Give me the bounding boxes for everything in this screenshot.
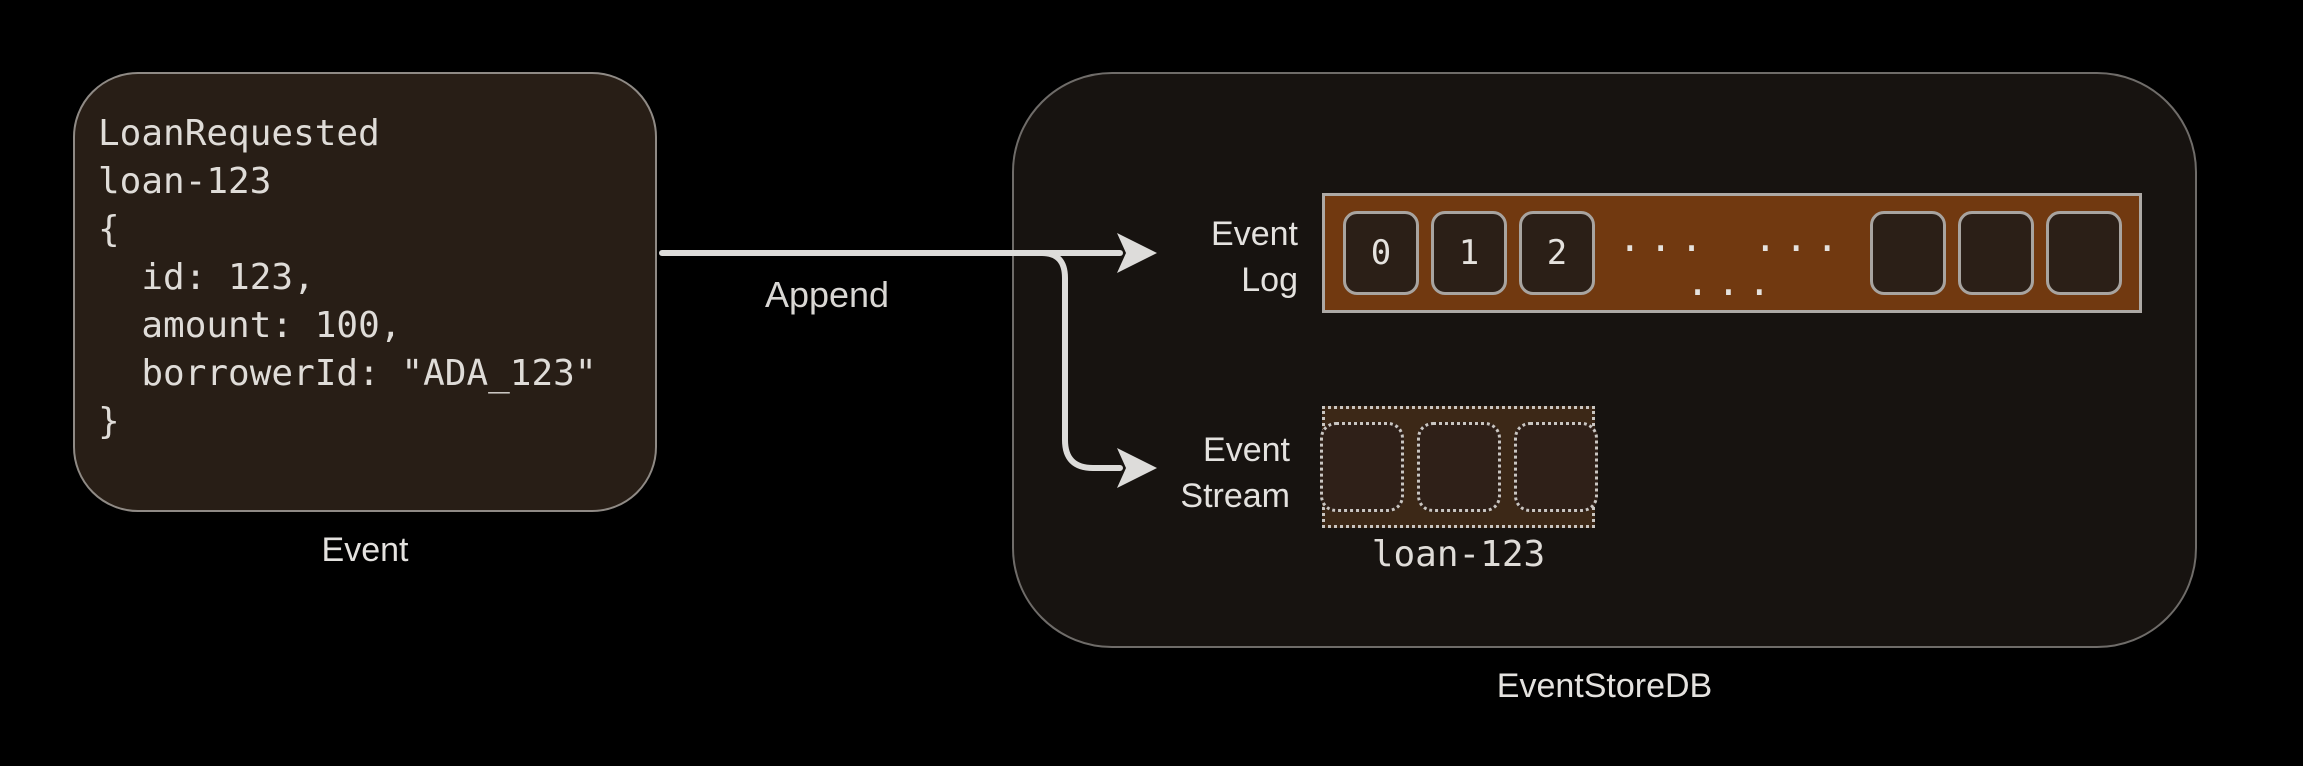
code-line-borrower: borrowerId: "ADA_123" <box>98 353 597 394</box>
event-log-label: Event Log <box>1098 211 1298 303</box>
stream-cell <box>1416 422 1501 512</box>
event-stream-box <box>1319 406 1598 528</box>
code-line-amount: amount: 100, <box>98 305 402 346</box>
log-ellipsis: ... ... ... <box>1618 216 1847 304</box>
stream-cell <box>1319 422 1404 512</box>
code-line-id: id: 123, <box>98 257 315 298</box>
event-log-label-line1: Event <box>1211 215 1298 253</box>
event-stream-label-line2: Stream <box>1180 477 1290 515</box>
code-line-brace-close: } <box>98 401 120 442</box>
append-label: Append <box>764 274 890 315</box>
log-cell-1: 1 <box>1431 211 1507 295</box>
event-log-label-line2: Log <box>1241 261 1298 299</box>
code-line-brace-open: { <box>98 209 120 250</box>
event-stream-label-line1: Event <box>1203 431 1290 469</box>
stream-name-label: loan-123 <box>1371 534 1546 575</box>
event-stream-label: Event Stream <box>1090 427 1290 519</box>
log-empty-cell <box>1958 211 2034 295</box>
stream-cell <box>1513 422 1598 512</box>
event-card-label: Event <box>321 531 409 569</box>
event-log-bar: 0 1 2 ... ... ... <box>1322 193 2142 313</box>
code-line-type: LoanRequested <box>98 113 380 154</box>
log-empty-cell <box>2046 211 2122 295</box>
code-line-stream-id: loan-123 <box>98 161 272 202</box>
log-cell-2: 2 <box>1519 211 1595 295</box>
event-card: LoanRequested loan-123 { id: 123, amount… <box>73 72 657 512</box>
log-empty-cell <box>1870 211 1946 295</box>
log-cell-0: 0 <box>1343 211 1419 295</box>
eventstoredb-container <box>1012 72 2197 648</box>
eventstoredb-label: EventStoreDB <box>1496 667 1713 705</box>
